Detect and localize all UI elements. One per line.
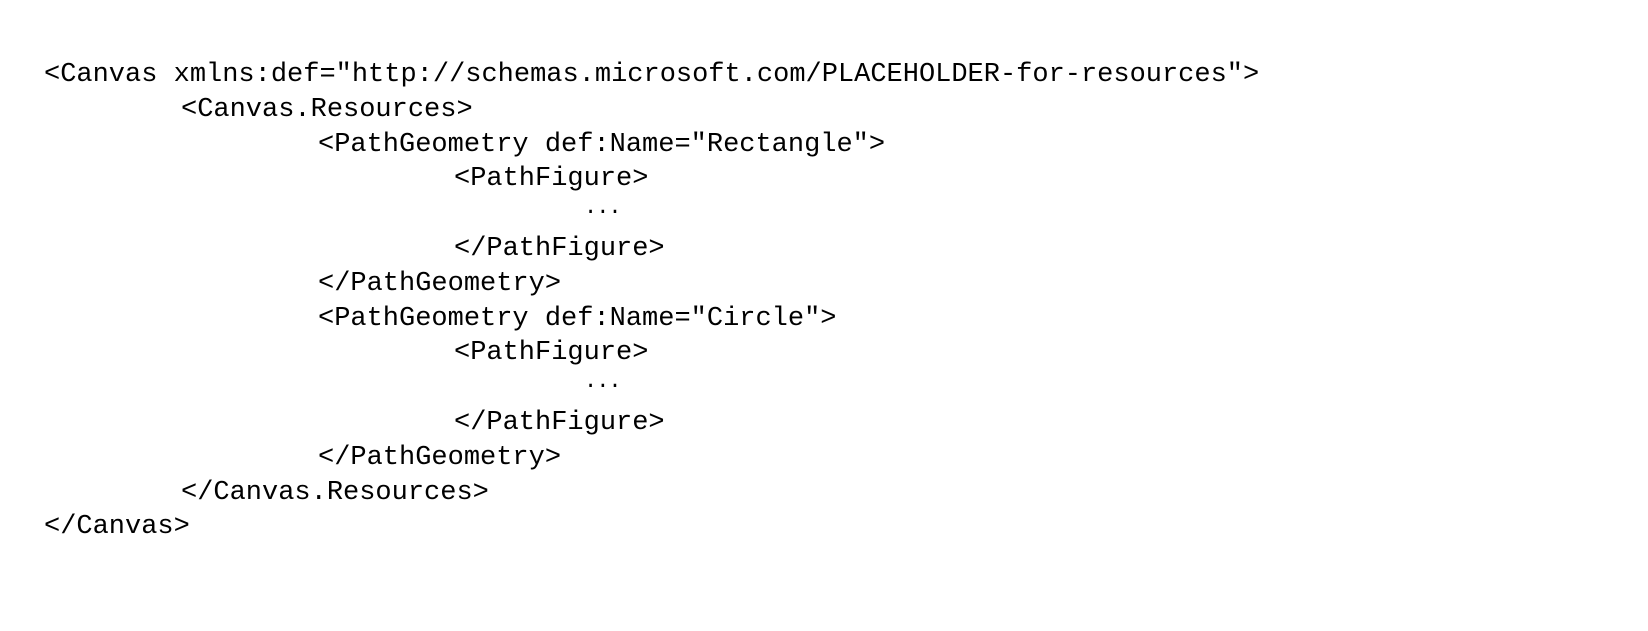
code-line-rectangle-geometry-close: </PathGeometry> [44,267,1624,302]
code-line-circle-figure-close: </PathFigure> [44,406,1624,441]
code-line-resources-open: <Canvas.Resources> [44,93,1624,128]
ellipsis-text: ... [584,191,621,226]
code-line-circle-ellipsis: ... [44,371,1624,406]
ellipsis-text: ... [584,365,621,400]
code-line-resources-close: </Canvas.Resources> [44,476,1624,511]
code-line-circle-geometry-close: </PathGeometry> [44,441,1624,476]
code-line-circle-figure-open: <PathFigure> [44,336,1624,371]
code-line-canvas-open: <Canvas xmlns:def="http://schemas.micros… [44,58,1624,93]
code-line-rectangle-geometry-open: <PathGeometry def:Name="Rectangle"> [44,128,1624,163]
code-listing: <Canvas xmlns:def="http://schemas.micros… [44,58,1624,545]
code-line-rectangle-ellipsis: ... [44,197,1624,232]
code-line-canvas-close: </Canvas> [44,510,1624,545]
code-line-rectangle-figure-open: <PathFigure> [44,162,1624,197]
code-line-circle-geometry-open: <PathGeometry def:Name="Circle"> [44,302,1624,337]
code-line-rectangle-figure-close: </PathFigure> [44,232,1624,267]
